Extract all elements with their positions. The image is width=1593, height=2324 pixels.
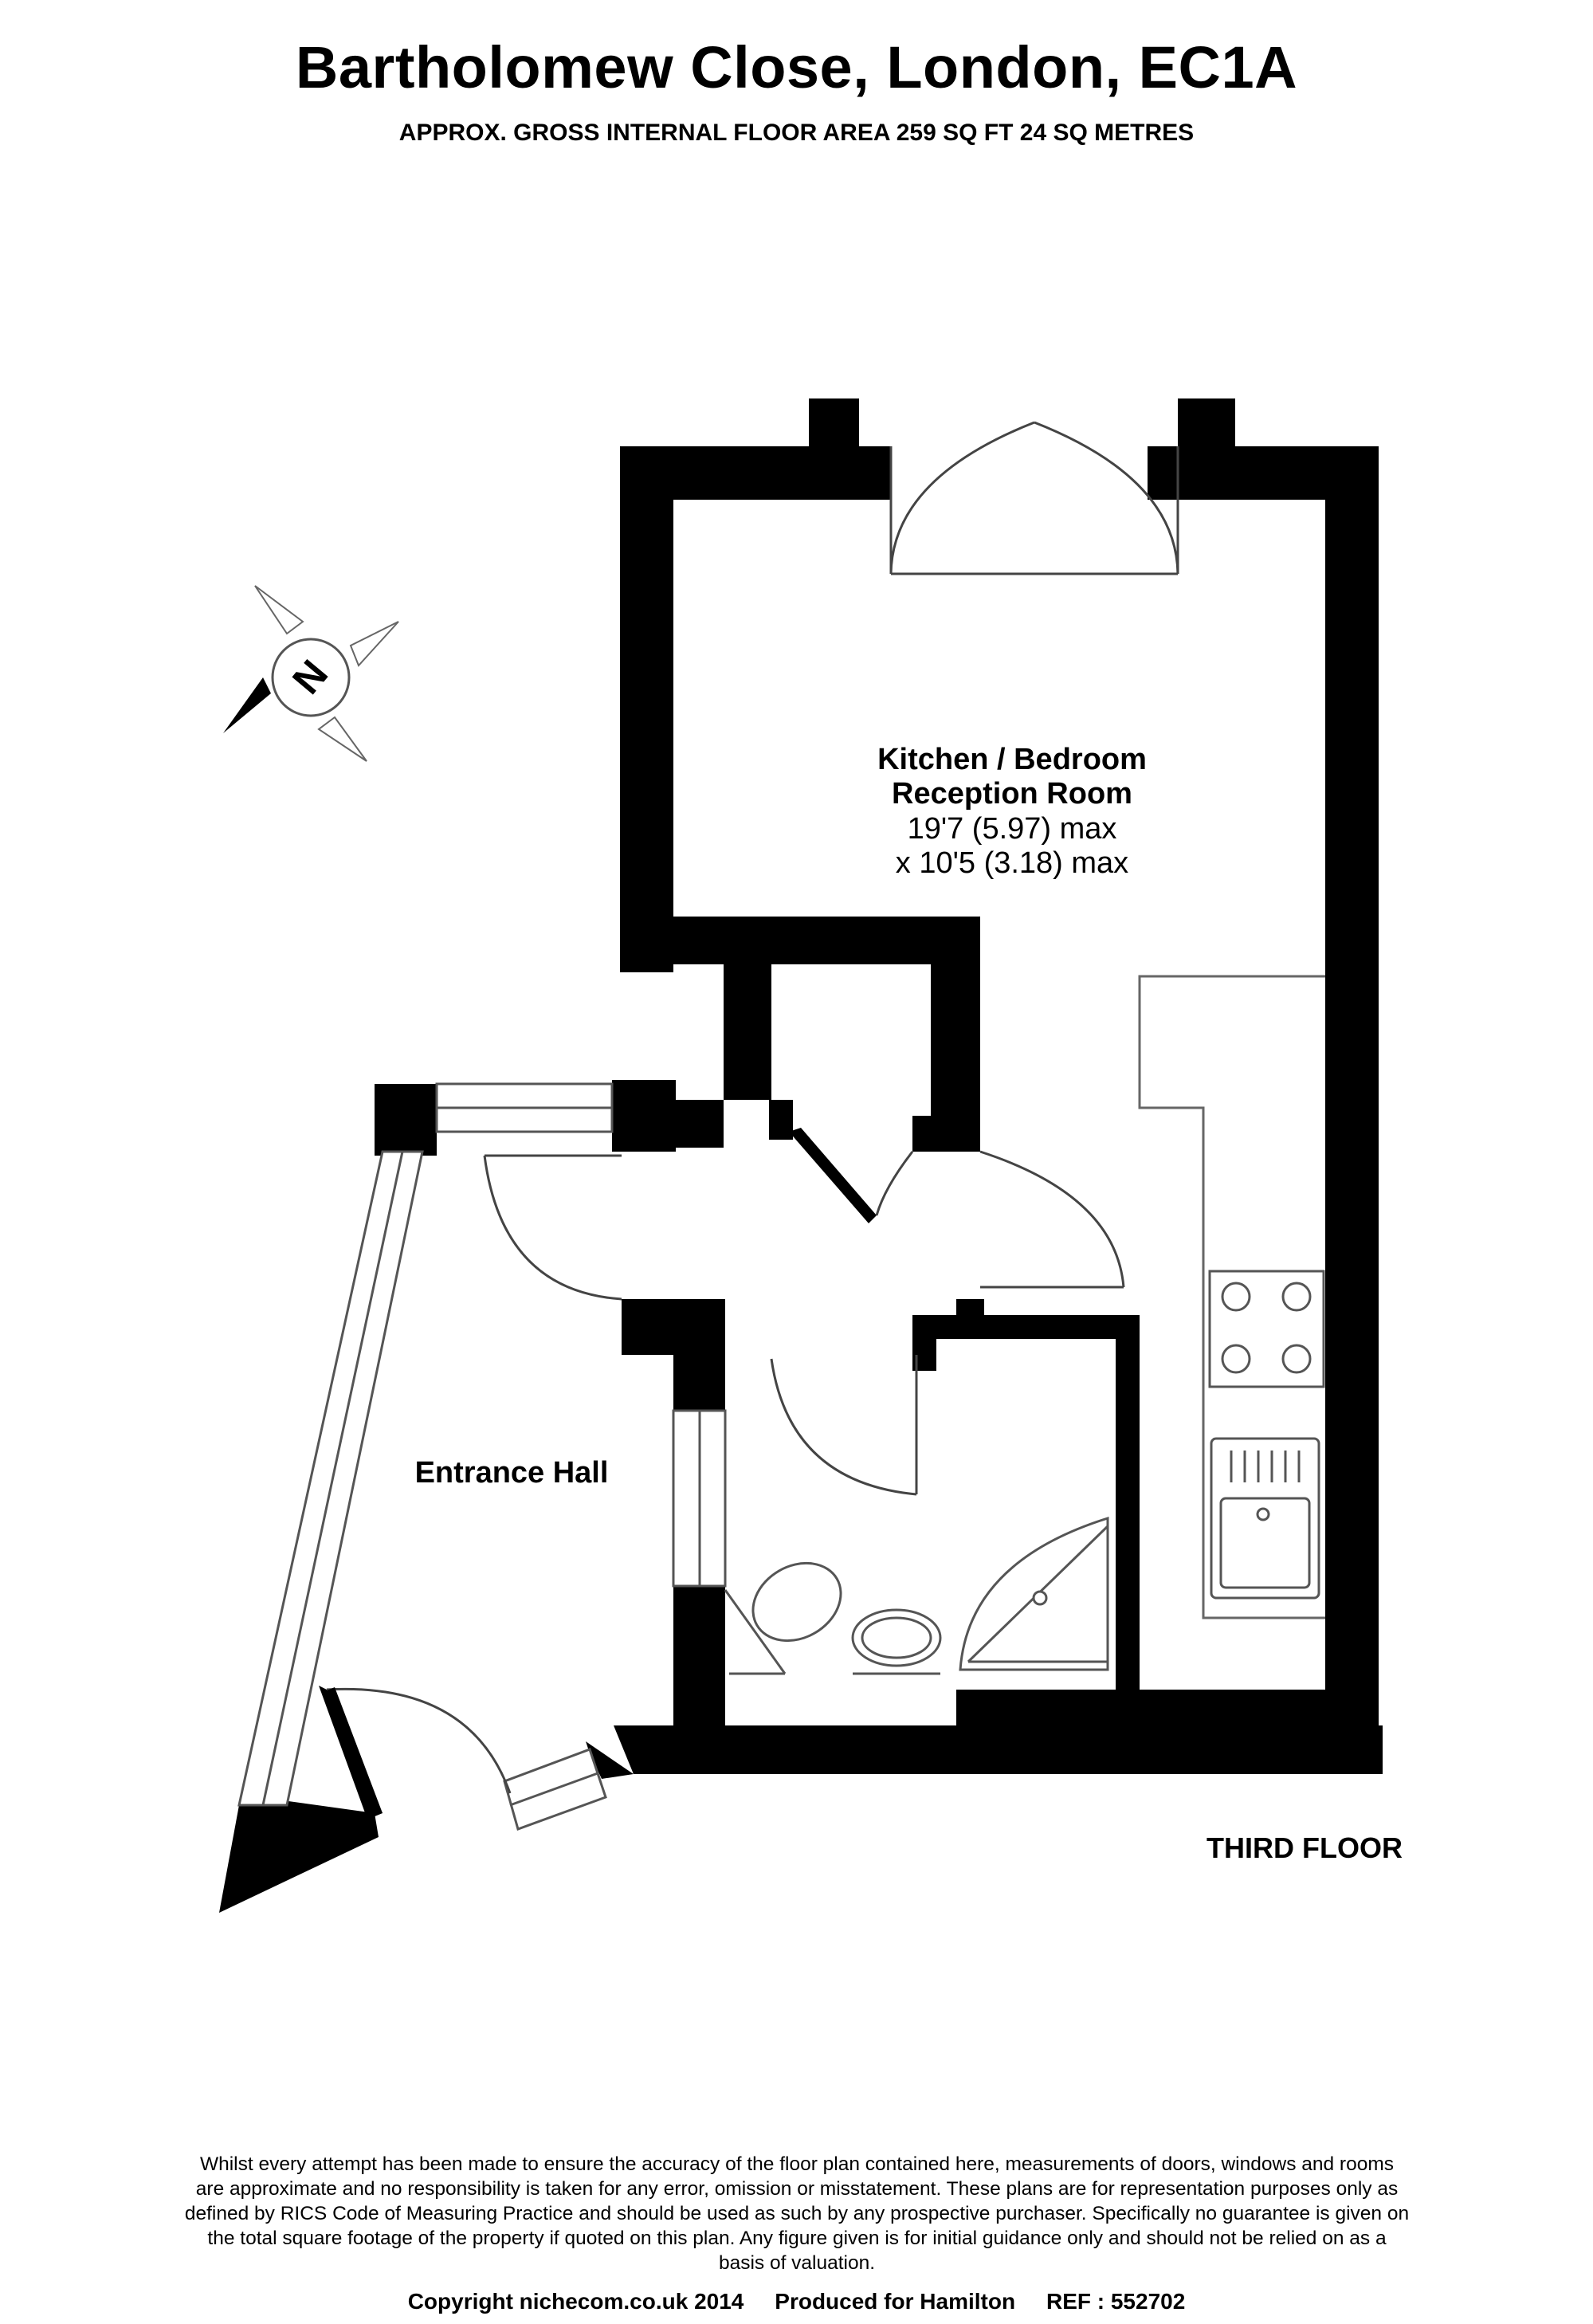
kitchen-dim-line1: 19'7 (5.97) max xyxy=(908,812,1117,846)
cupboard-door-leaf xyxy=(789,1128,877,1223)
produced-for-text: Produced for Hamilton xyxy=(775,2289,1016,2314)
reference-text: REF : 552702 xyxy=(1046,2289,1186,2314)
entrance-door-leaf xyxy=(325,1687,383,1817)
kitchen-room-label: Kitchen / Bedroom Reception Room 19'7 (5… xyxy=(877,743,1147,880)
kitchen-dim-line2: x 10'5 (3.18) max xyxy=(896,846,1128,880)
copyright-text: Copyright nichecom.co.uk 2014 xyxy=(407,2289,744,2314)
basin-icon xyxy=(851,1608,942,1675)
kitchen-name-line1: Kitchen / Bedroom xyxy=(877,743,1147,776)
kitchen-sink-icon xyxy=(1210,1437,1320,1600)
floor-label: THIRD FLOOR xyxy=(1207,1831,1403,1864)
hob-icon xyxy=(1208,1270,1325,1388)
shower-tray-icon xyxy=(959,1516,1109,1671)
windows xyxy=(237,1082,727,1831)
floor-area-subtitle: APPROX. GROSS INTERNAL FLOOR AREA 259 SQ… xyxy=(398,120,1195,146)
walls xyxy=(219,398,1383,1913)
compass-rose-icon: N xyxy=(223,585,399,762)
footer: Copyright nichecom.co.uk 2014 Produced f… xyxy=(0,2289,1593,2314)
kitchen-name-line2: Reception Room xyxy=(892,777,1132,811)
plan-title: Bartholomew Close, London, EC1A xyxy=(295,34,1298,100)
toilet-icon xyxy=(724,1561,842,1675)
entrance-hall-label: Entrance Hall xyxy=(415,1456,609,1490)
doors xyxy=(326,421,1179,1794)
disclaimer-text: Whilst every attempt has been made to en… xyxy=(184,2153,1410,2274)
